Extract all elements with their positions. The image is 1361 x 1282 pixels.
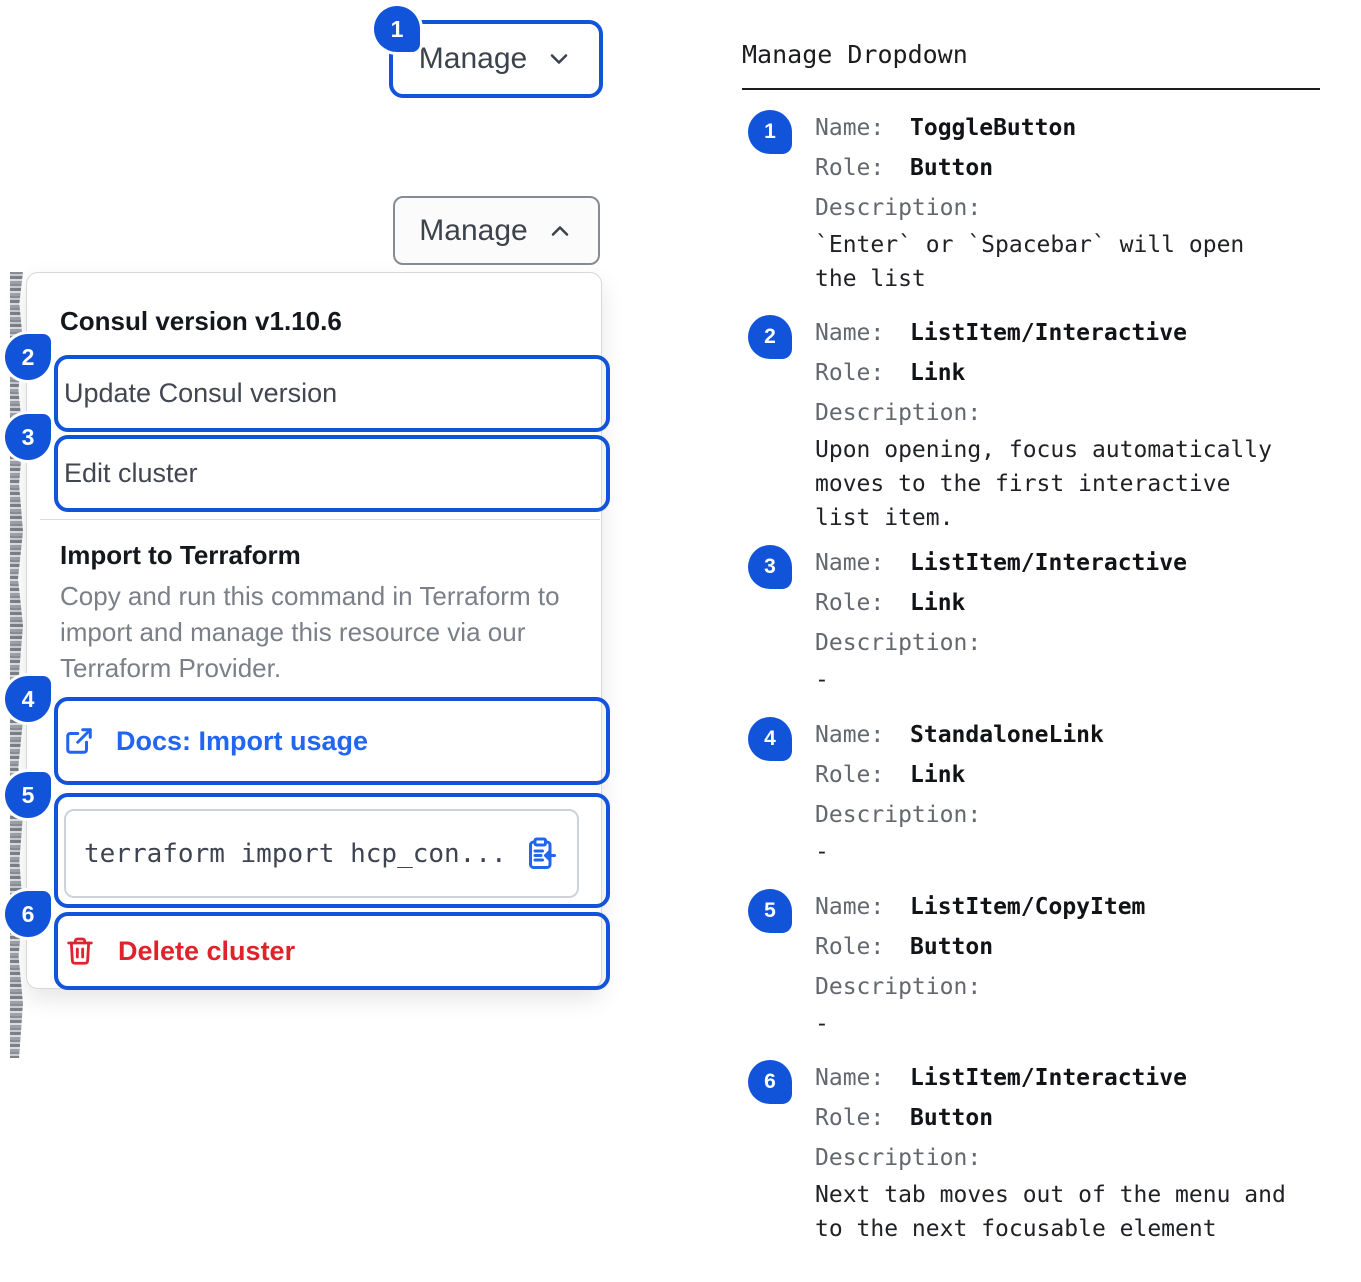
delete-cluster-label: Delete cluster: [118, 935, 296, 966]
consul-version-header: Consul version v1.10.6: [60, 306, 342, 336]
description-label: Description:: [815, 802, 982, 828]
component-preview-pane: 1 Manage Manage Consul version v1.10.6 2…: [0, 0, 680, 1282]
role-label: Role:: [815, 1105, 885, 1131]
docs-import-usage-label: Docs: Import usage: [116, 725, 369, 756]
role-value: Link: [910, 590, 966, 616]
name-value: ListItem/Interactive: [910, 550, 1187, 576]
terraform-command-text: terraform import hcp_con...: [84, 838, 507, 869]
role-label: Role:: [815, 360, 885, 386]
name-label: Name:: [815, 550, 885, 576]
annotation-badge-3: 3: [5, 414, 51, 460]
role-value: Link: [910, 762, 966, 788]
spec-entry-2: 2 Name: ListItem/Interactive Role: Link De…: [742, 313, 1322, 535]
annotation-badge-6: 6: [5, 891, 51, 937]
manage-toggle-button-expanded[interactable]: Manage: [393, 196, 600, 265]
name-label: Name:: [815, 722, 885, 748]
manage-toggle-button-collapsed[interactable]: Manage: [389, 20, 603, 98]
spec-badge-5: 5: [748, 889, 792, 933]
description-value: -: [815, 839, 829, 865]
edit-cluster-item[interactable]: Edit cluster: [54, 435, 610, 512]
spec-entry-4: 4 Name: StandaloneLink Role: Link Descript…: [742, 715, 1322, 869]
spec-pane: Manage Dropdown 1 Name: ToggleButton Role…: [742, 0, 1342, 1282]
edit-cluster-label: Edit cluster: [64, 458, 198, 488]
annotation-badge-4: 4: [5, 676, 51, 722]
spec-badge-4: 4: [748, 717, 792, 761]
spec-title: Manage Dropdown: [742, 40, 968, 69]
torn-screenshot-edge: [10, 272, 23, 1058]
description-value: -: [815, 1011, 829, 1037]
import-to-terraform-description: Copy and run this command in Terraform t…: [60, 581, 560, 683]
name-label: Name:: [815, 320, 885, 346]
name-value: ListItem/Interactive: [910, 1065, 1187, 1091]
description-value: -: [815, 667, 829, 693]
description-label: Description:: [815, 400, 982, 426]
description-label: Description:: [815, 974, 982, 1000]
name-value: StandaloneLink: [910, 722, 1104, 748]
external-link-icon: [66, 728, 92, 754]
spec-badge-3: 3: [748, 545, 792, 589]
delete-cluster-item[interactable]: Delete cluster: [54, 912, 610, 990]
chevron-up-icon: [551, 225, 568, 236]
spec-entry-6: 6 Name:ListItem/Interactive Role:Button …: [742, 1058, 1322, 1246]
description-value: Next tab moves out of the menu and to th…: [815, 1182, 1286, 1242]
description-label: Description:: [815, 195, 982, 221]
annotation-badge-5: 5: [5, 772, 51, 818]
spec-entry-3: 3 Name: ListItem/Interactive Role: Link De…: [742, 543, 1322, 697]
role-value: Button: [910, 934, 994, 960]
role-value: Link: [910, 360, 966, 386]
manage-toggle-label: Manage: [418, 42, 528, 75]
spec-entry-1: 1 Name: ToggleButton Role: Button Descript…: [742, 108, 1322, 296]
name-value: ListItem/Interactive: [910, 320, 1187, 346]
description-value: Upon opening, focus automatically moves …: [815, 437, 1272, 531]
name-value: ListItem/CopyItem: [910, 894, 1146, 920]
docs-import-usage-link[interactable]: Docs: Import usage: [54, 697, 610, 785]
manage-toggle-label-expanded: Manage: [419, 213, 528, 247]
role-label: Role:: [815, 934, 885, 960]
section-divider: [40, 519, 600, 520]
role-label: Role:: [815, 762, 885, 788]
spec-title-rule: [742, 88, 1320, 90]
role-value: Button: [910, 1105, 994, 1131]
description-label: Description:: [815, 630, 982, 656]
annotation-badge-1: 1: [374, 6, 420, 52]
description-label: Description:: [815, 1145, 982, 1171]
description-value: `Enter` or `Spacebar` will open the list: [815, 232, 1245, 292]
trash-icon: [67, 937, 93, 965]
name-label: Name:: [815, 1065, 885, 1091]
copy-command-item[interactable]: terraform import hcp_con...: [54, 793, 610, 908]
spec-badge-1: 1: [748, 110, 792, 154]
annotation-badge-2: 2: [5, 334, 51, 380]
spec-entry-5: 5 Name: ListItem/CopyItem Role: Button Des…: [742, 887, 1322, 1041]
spec-badge-6: 6: [748, 1060, 792, 1104]
update-consul-version-label: Update Consul version: [64, 378, 338, 408]
name-label: Name:: [815, 115, 885, 141]
role-value: Button: [910, 155, 994, 181]
chevron-down-icon: [550, 54, 568, 64]
name-label: Name:: [815, 894, 885, 920]
update-consul-version-item[interactable]: Update Consul version: [54, 355, 610, 432]
role-label: Role:: [815, 590, 885, 616]
copy-to-clipboard-icon[interactable]: [523, 836, 559, 872]
role-label: Role:: [815, 155, 885, 181]
name-value: ToggleButton: [910, 115, 1077, 141]
terraform-command-snippet[interactable]: terraform import hcp_con...: [64, 809, 579, 898]
import-to-terraform-title: Import to Terraform: [60, 540, 301, 570]
spec-badge-2: 2: [748, 315, 792, 359]
